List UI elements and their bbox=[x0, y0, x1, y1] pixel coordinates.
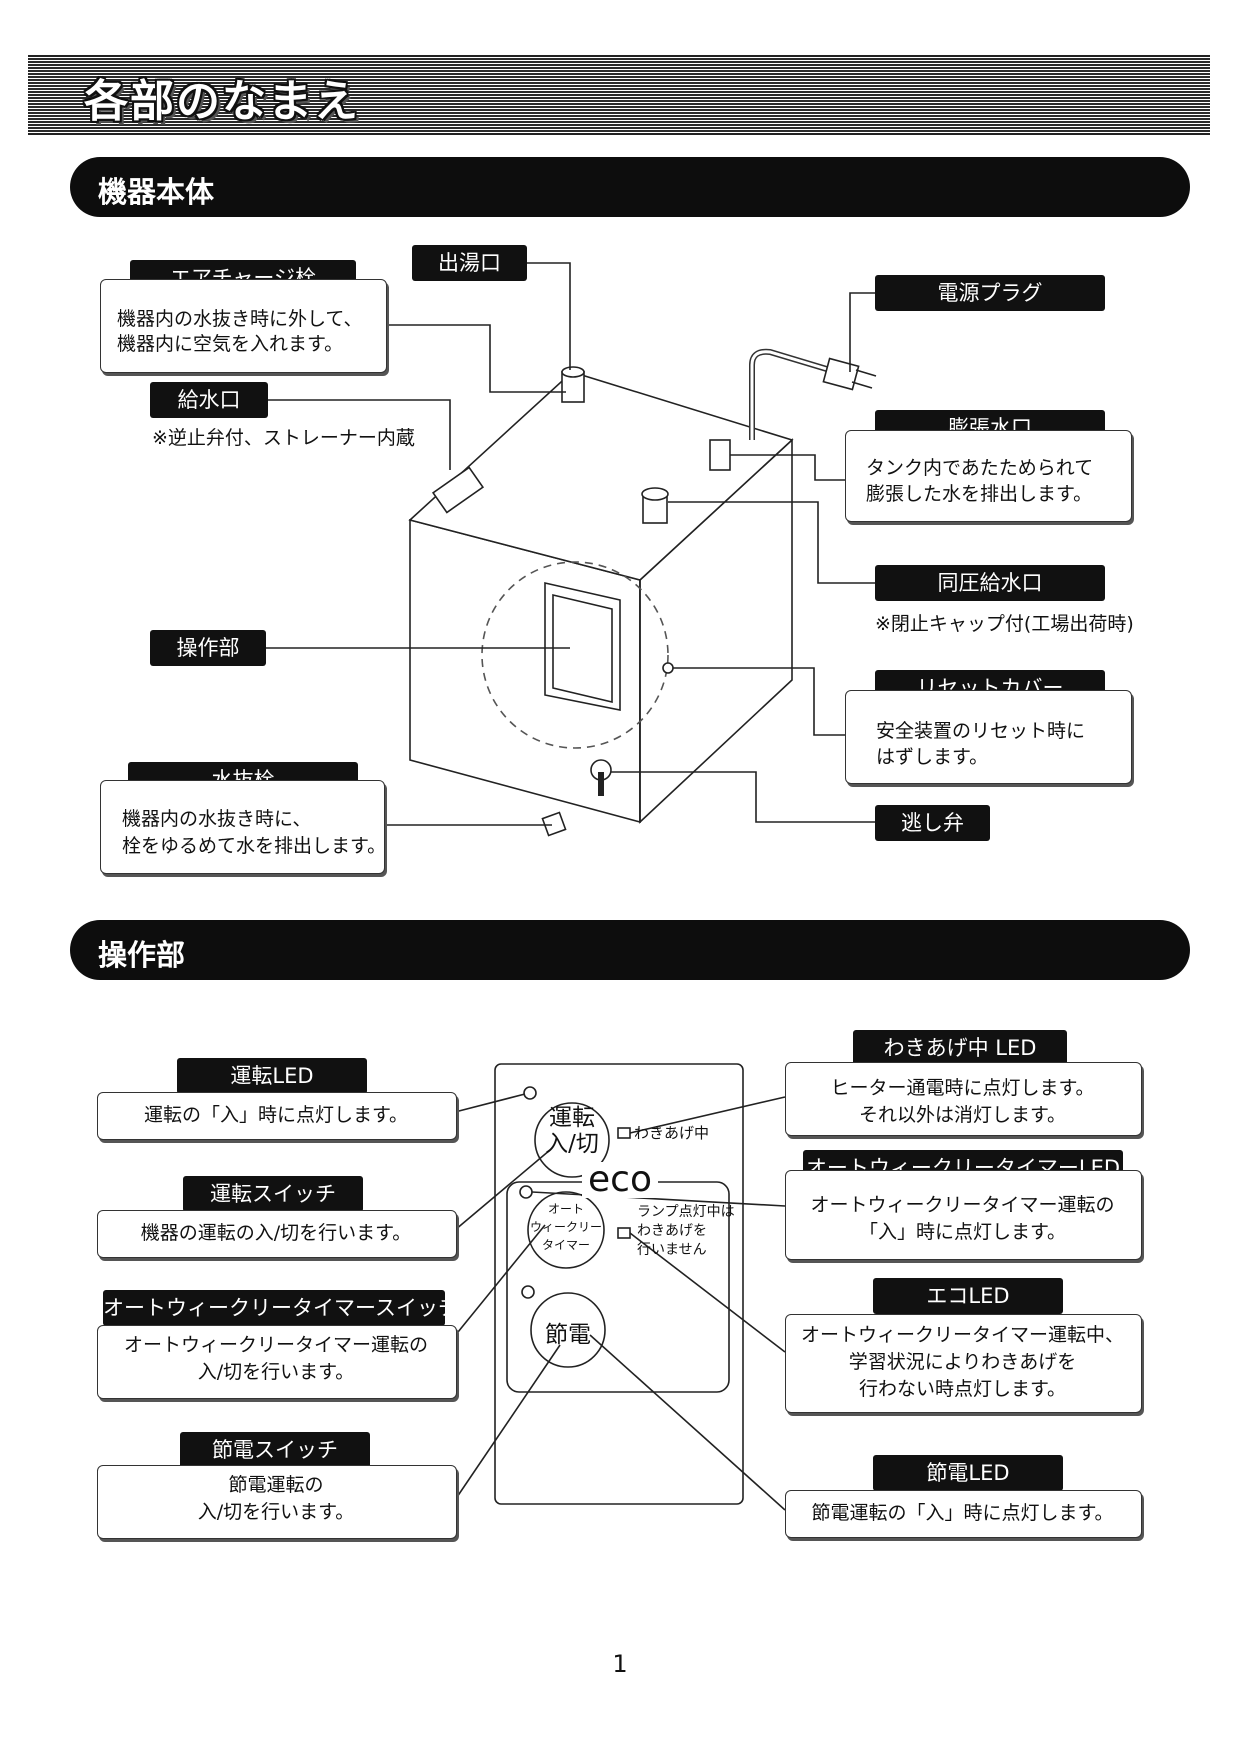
desc-reset-cover-1: 安全装置のリセット時に bbox=[876, 720, 1086, 742]
equal-pressure-fitting bbox=[642, 494, 668, 524]
section-header-panel: 操作部 bbox=[70, 920, 1190, 980]
page-title-banner: 各部のなまえ bbox=[28, 55, 1210, 135]
label-power-plug: 電源プラグ bbox=[875, 275, 1105, 311]
boil-led-text: わきあげ中 bbox=[634, 1124, 710, 1142]
drain-plug-mark bbox=[541, 811, 567, 837]
desc-box-save-led bbox=[785, 1490, 1142, 1538]
label-run-switch: 運転スイッチ bbox=[183, 1176, 363, 1212]
desc-drain-plug-2: 栓をゆるめて水を排出します。 bbox=[122, 835, 387, 857]
desc-timer-led-2: 「入」時に点灯します。 bbox=[858, 1221, 1067, 1243]
run-button-circle bbox=[534, 1102, 610, 1178]
timer-led-dot bbox=[519, 1185, 533, 1199]
control-highlight-circle bbox=[481, 561, 669, 749]
desc-box-drain-plug bbox=[100, 780, 385, 874]
label-control: 操作部 bbox=[150, 630, 266, 666]
label-water-inlet: 給水口 bbox=[150, 382, 268, 418]
desc-timer-switch-2: 入/切を行います。 bbox=[197, 1361, 355, 1383]
desc-timer-led-1: オートウィークリータイマー運転の bbox=[810, 1194, 1115, 1216]
save-button-circle bbox=[530, 1292, 606, 1368]
desc-box-expansion bbox=[845, 430, 1132, 522]
run-button-label-2: 入/切 bbox=[545, 1131, 599, 1157]
desc-reset-cover-2: はずします。 bbox=[876, 746, 989, 768]
desc-air-charge-1: 機器内の水抜き時に外して、 bbox=[117, 308, 363, 330]
desc-boil-led-1: ヒーター通電時に点灯します。 bbox=[830, 1077, 1095, 1099]
desc-eco-led-1: オートウィークリータイマー運転中、 bbox=[800, 1324, 1124, 1346]
eco-led-square bbox=[617, 1227, 631, 1239]
eco-logo: eco bbox=[582, 1162, 658, 1198]
desc-save-led-1: 節電運転の「入」時に点灯します。 bbox=[811, 1502, 1114, 1524]
desc-drain-plug-1: 機器内の水抜き時に、 bbox=[122, 808, 312, 830]
label-timer-switch: オートウィークリータイマースイッチ bbox=[103, 1290, 459, 1326]
inlet-fitting bbox=[431, 466, 485, 514]
desc-eco-led-3: 行わない時点灯します。 bbox=[858, 1378, 1067, 1400]
label-outlet: 出湯口 bbox=[412, 245, 527, 281]
desc-boil-led-2: それ以外は消灯します。 bbox=[858, 1104, 1067, 1126]
desc-box-reset-cover bbox=[845, 690, 1132, 784]
page-title: 各部のなまえ bbox=[84, 76, 360, 127]
lamp-note: ランプ点灯中は わきあげを 行いません bbox=[637, 1203, 735, 1260]
desc-run-switch-1: 機器の運転の入/切を行います。 bbox=[140, 1222, 412, 1244]
desc-air-charge-2: 機器内に空気を入れます。 bbox=[117, 333, 344, 355]
label-boil-led: わきあげ中 LED bbox=[853, 1030, 1067, 1066]
note-equal-pressure: ※閉止キャップ付(工場出荷時) bbox=[875, 613, 1134, 635]
desc-save-switch-2: 入/切を行います。 bbox=[197, 1501, 355, 1523]
desc-box-run-switch bbox=[97, 1210, 457, 1258]
timer-button-label-2: ウィークリー bbox=[529, 1220, 602, 1234]
desc-save-switch-1: 節電運転の bbox=[228, 1474, 324, 1496]
note-water-inlet: ※逆止弁付、ストレーナー内蔵 bbox=[152, 427, 415, 449]
control-window bbox=[544, 581, 621, 711]
timer-button[interactable]: オート ウィークリー タイマー bbox=[528, 1200, 604, 1254]
lamp-note-2: わきあげを bbox=[637, 1223, 707, 1239]
timer-button-circle bbox=[527, 1191, 605, 1269]
save-led-dot bbox=[521, 1285, 535, 1299]
desc-expansion-1: タンク内であたためられて bbox=[866, 457, 1094, 479]
section-title-panel: 操作部 bbox=[98, 938, 186, 972]
desc-timer-switch-1: オートウィークリータイマー運転の bbox=[123, 1334, 428, 1356]
label-run-led: 運転LED bbox=[177, 1058, 367, 1094]
desc-run-led-1: 運転の「入」時に点灯します。 bbox=[143, 1104, 409, 1126]
desc-box-run-led bbox=[97, 1092, 457, 1140]
section-title-unit: 機器本体 bbox=[98, 175, 215, 209]
tank-top-face bbox=[408, 371, 794, 581]
label-save-switch: 節電スイッチ bbox=[180, 1432, 370, 1468]
desc-box-boil-led bbox=[785, 1062, 1142, 1136]
timer-button-label-3: タイマー bbox=[541, 1238, 590, 1252]
desc-eco-led-2: 学習状況によりわきあげを bbox=[848, 1351, 1077, 1373]
boil-led-square bbox=[617, 1127, 631, 1139]
run-button-label-1: 運転 bbox=[549, 1105, 595, 1131]
lamp-note-1: ランプ点灯中は bbox=[637, 1204, 735, 1220]
save-button[interactable]: 節電 bbox=[545, 1322, 591, 1348]
desc-box-save-switch bbox=[97, 1465, 457, 1539]
run-led-dot bbox=[523, 1086, 537, 1100]
label-save-led: 節電LED bbox=[873, 1455, 1063, 1491]
label-relief-valve: 逃し弁 bbox=[875, 805, 990, 841]
section-header-unit: 機器本体 bbox=[70, 157, 1190, 217]
desc-box-timer-led bbox=[785, 1170, 1142, 1260]
desc-box-timer-switch bbox=[97, 1325, 457, 1399]
desc-box-air-charge bbox=[100, 279, 387, 373]
desc-box-eco-led bbox=[785, 1314, 1142, 1413]
desc-expansion-2: 膨張した水を排出します。 bbox=[866, 483, 1093, 505]
lamp-note-3: 行いません bbox=[637, 1242, 707, 1258]
label-eco-led: エコLED bbox=[873, 1278, 1063, 1314]
run-button[interactable]: 運転 入/切 bbox=[540, 1105, 604, 1157]
page-number: 1 bbox=[612, 1650, 628, 1678]
timer-button-label-1: オート bbox=[547, 1202, 584, 1216]
label-equal-pressure: 同圧給水口 bbox=[875, 565, 1105, 601]
